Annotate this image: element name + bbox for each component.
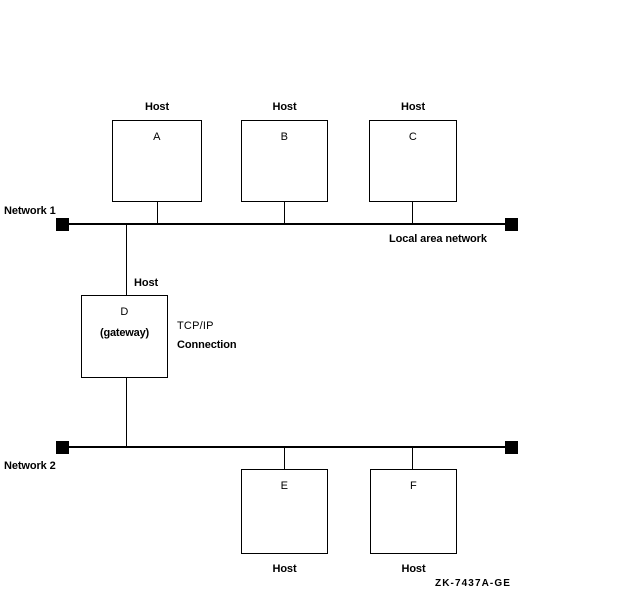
host-b-caption: Host [272, 101, 297, 113]
network-1-label: Network 1 [4, 205, 56, 217]
host-b-letter: B [280, 131, 289, 143]
host-f-caption: Host [401, 563, 426, 575]
host-a-letter: A [153, 131, 161, 143]
host-d-caption: Host [134, 277, 159, 289]
host-e-caption: Host [272, 563, 297, 575]
host-a-caption: Host [144, 101, 170, 113]
tcpip-label: TCP/IP [177, 320, 214, 332]
host-box-f[interactable]: F [370, 469, 457, 554]
connector-host-a-to-network1 [157, 202, 158, 224]
connector-network1-to-host-d [126, 224, 127, 296]
host-box-d-gateway[interactable]: D (gateway) [81, 295, 168, 378]
connector-host-c-to-network1 [412, 202, 413, 224]
host-e-letter: E [280, 480, 289, 492]
connector-host-d-to-network2 [126, 378, 127, 447]
host-d-letter: D [120, 306, 129, 318]
host-c-caption: Host [400, 101, 426, 113]
host-box-c[interactable]: C [369, 120, 457, 202]
network-2-label: Network 2 [4, 460, 56, 472]
host-d-sublabel: (gateway) [100, 327, 149, 339]
figure-id-label: ZK-7437A-GE [435, 578, 512, 589]
connector-network2-to-host-e [284, 447, 285, 470]
connector-network2-to-host-f [412, 447, 413, 470]
host-box-a[interactable]: A [112, 120, 202, 202]
local-area-network-label: Local area network [389, 233, 487, 245]
host-f-letter: F [409, 480, 418, 492]
network2-bus-line [62, 446, 512, 448]
network2-right-terminator [505, 441, 518, 454]
host-c-letter: C [408, 131, 418, 143]
host-box-e[interactable]: E [241, 469, 328, 554]
network1-bus-line [62, 223, 512, 225]
connection-label: Connection [177, 339, 237, 351]
network1-right-terminator [505, 218, 518, 231]
connector-host-b-to-network1 [284, 202, 285, 224]
host-box-b[interactable]: B [241, 120, 328, 202]
